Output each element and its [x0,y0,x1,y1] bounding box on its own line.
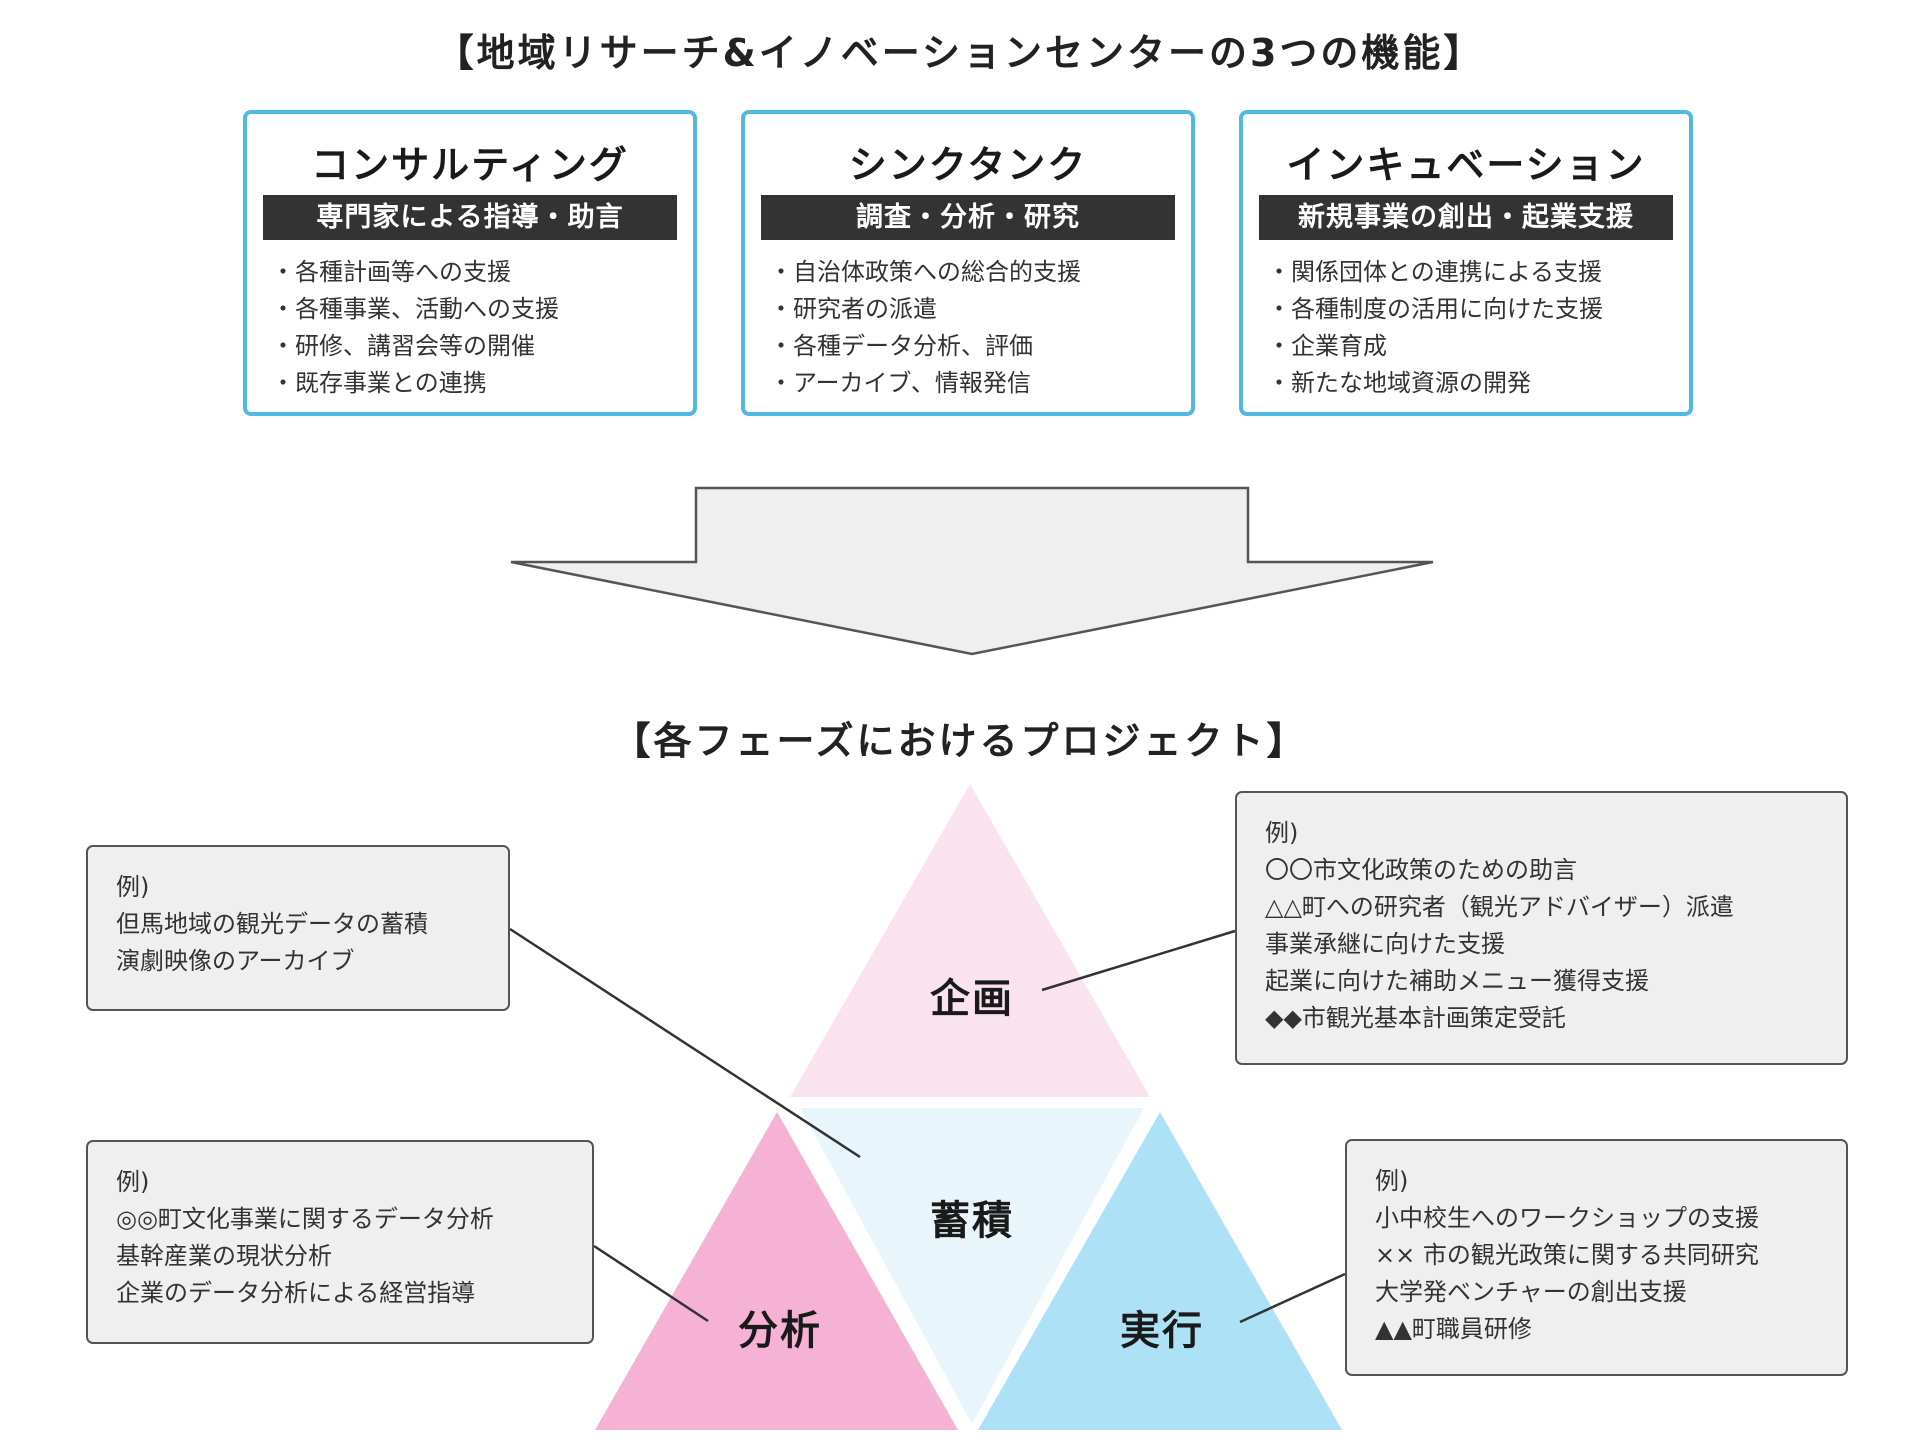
callout-line: 例) [116,1168,150,1196]
function-item: 各種計画等への支援 [271,254,683,291]
callout-line: 例) [116,873,150,901]
phase-label-accumulation: 蓄積 [930,1198,1014,1244]
callout-line: 〇〇市文化政策のための助言 [1265,856,1577,884]
connector-planning [1041,929,1236,992]
callout-line: 起業に向けた補助メニュー獲得支援 [1265,967,1649,995]
function-item-list: 自治体政策への総合的支援 研究者の派遣 各種データ分析、評価 アーカイブ、情報発… [769,254,1181,402]
function-name: コンサルティング [311,143,629,187]
phase-triangle-planning [790,784,1150,1097]
function-item: 企業育成 [1267,328,1679,365]
callout-line: ◎◎町文化事業に関するデータ分析 [116,1205,494,1233]
functions-title: 【地域リサーチ&イノベーションセンターの3つの機能】 [435,31,1485,75]
callout-line: ◆◆市観光基本計画策定受託 [1265,1004,1566,1032]
function-subtitle-band: 新規事業の創出・起業支援 [1259,195,1673,240]
function-item: 研修、講習会等の開催 [271,328,683,365]
phase-triangle-accumulation [800,1108,1144,1424]
callout-line: 例) [1375,1167,1409,1195]
function-item: 自治体政策への総合的支援 [769,254,1181,291]
callout-line: 大学発ベンチャーの創出支援 [1375,1278,1687,1306]
function-box-incubation: インキュベーション 新規事業の創出・起業支援 関係団体との連携による支援 各種制… [1239,110,1693,416]
function-name: シンクタンク [848,143,1088,187]
callout-line: 小中校生へのワークショップの支援 [1375,1204,1759,1232]
function-box-thinktank: シンクタンク 調査・分析・研究 自治体政策への総合的支援 研究者の派遣 各種デー… [741,110,1195,416]
phases-title: 【各フェーズにおけるプロジェクト】 [612,719,1308,763]
callout-planning: 例) 〇〇市文化政策のための助言 △△町への研究者（観光アドバイザー）派遣 事業… [1235,791,1848,1065]
function-item: 既存事業との連携 [271,365,683,402]
callout-line: 事業承継に向けた支援 [1265,930,1505,958]
callout-line: 基幹産業の現状分析 [116,1242,332,1270]
callout-analysis: 例) ◎◎町文化事業に関するデータ分析 基幹産業の現状分析 企業のデータ分析によ… [86,1140,594,1344]
connector-execution [1239,1272,1346,1324]
function-subtitle-band: 専門家による指導・助言 [263,195,677,240]
connector-accumulation [509,927,861,1159]
down-arrow-icon [510,486,1434,656]
callout-line: 例) [1265,819,1299,847]
function-item-list: 各種計画等への支援 各種事業、活動への支援 研修、講習会等の開催 既存事業との連… [271,254,683,402]
connector-analysis [593,1244,709,1323]
function-name: インキュベーション [1286,143,1646,187]
function-item: 新たな地域資源の開発 [1267,365,1679,402]
function-item: アーカイブ、情報発信 [769,365,1181,402]
function-item: 各種事業、活動への支援 [271,291,683,328]
callout-line: 但馬地域の観光データの蓄積 [116,910,428,938]
phase-triangle-analysis [595,1112,958,1430]
phase-triangle-execution [978,1112,1342,1430]
callout-line: △△町への研究者（観光アドバイザー）派遣 [1265,893,1734,921]
function-item-list: 関係団体との連携による支援 各種制度の活用に向けた支援 企業育成 新たな地域資源… [1267,254,1679,402]
function-box-consulting: コンサルティング 専門家による指導・助言 各種計画等への支援 各種事業、活動への… [243,110,697,416]
function-item: 各種データ分析、評価 [769,328,1181,365]
phase-label-planning: 企画 [930,976,1014,1022]
callout-execution: 例) 小中校生へのワークショップの支援 ×× 市の観光政策に関する共同研究 大学… [1345,1139,1848,1376]
function-item: 研究者の派遣 [769,291,1181,328]
function-item: 各種制度の活用に向けた支援 [1267,291,1679,328]
callout-accumulation: 例) 但馬地域の観光データの蓄積 演劇映像のアーカイブ [86,845,510,1011]
function-subtitle-band: 調査・分析・研究 [761,195,1175,240]
phase-label-analysis: 分析 [738,1308,822,1354]
phase-label-execution: 実行 [1120,1308,1204,1354]
callout-line: 演劇映像のアーカイブ [116,947,355,975]
function-item: 関係団体との連携による支援 [1267,254,1679,291]
callout-line: 企業のデータ分析による経営指導 [116,1279,476,1307]
callout-line: ×× 市の観光政策に関する共同研究 [1375,1241,1759,1269]
callout-line: ▲▲町職員研修 [1375,1315,1532,1343]
